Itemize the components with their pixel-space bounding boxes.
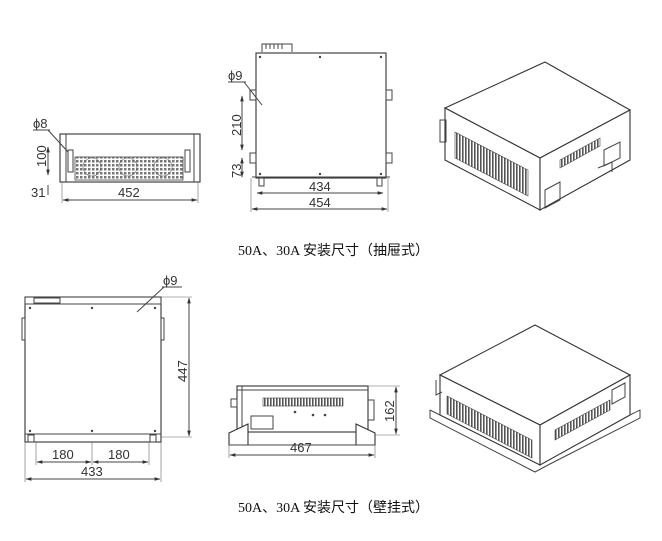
offset-dim-73: 73 [229,164,244,178]
hole-diameter-label: ϕ9 [228,68,243,83]
drawer-isometric-view [439,61,632,211]
hole-diameter-label: ϕ9 [163,273,178,288]
left-spacing-dim-180: 180 [52,447,74,462]
offset-dim-31: 31 [31,185,45,200]
drawer-front-view: ϕ8 100 31 452 [31,116,201,203]
spacing-dim-210: 210 [229,114,244,136]
wall-top-view: ϕ9 447 180 180 433 [21,273,192,482]
depth-dim-447: 447 [175,360,190,382]
height-dim-100: 100 [34,145,49,167]
caption-wall-mount: 50A、30A 安装尺寸（壁挂式） [238,500,429,516]
wall-side-view: 162 467 [228,385,400,458]
length-dim-467: 467 [290,440,312,455]
hole-diameter-label: ϕ8 [33,116,48,131]
right-spacing-dim-180: 180 [108,447,130,462]
outer-width-dim-454: 454 [309,195,331,210]
width-dim-433: 433 [81,464,103,479]
width-dim-452: 452 [118,185,140,200]
fan-grille [74,156,184,181]
wall-isometric-view [429,324,641,473]
height-dim-162: 162 [382,400,397,422]
inner-width-dim-434: 434 [309,179,331,194]
drawer-top-view: ϕ9 210 73 434 454 [228,43,393,212]
caption-drawer-mount: 50A、30A 安装尺寸（抽屉式） [238,243,429,259]
